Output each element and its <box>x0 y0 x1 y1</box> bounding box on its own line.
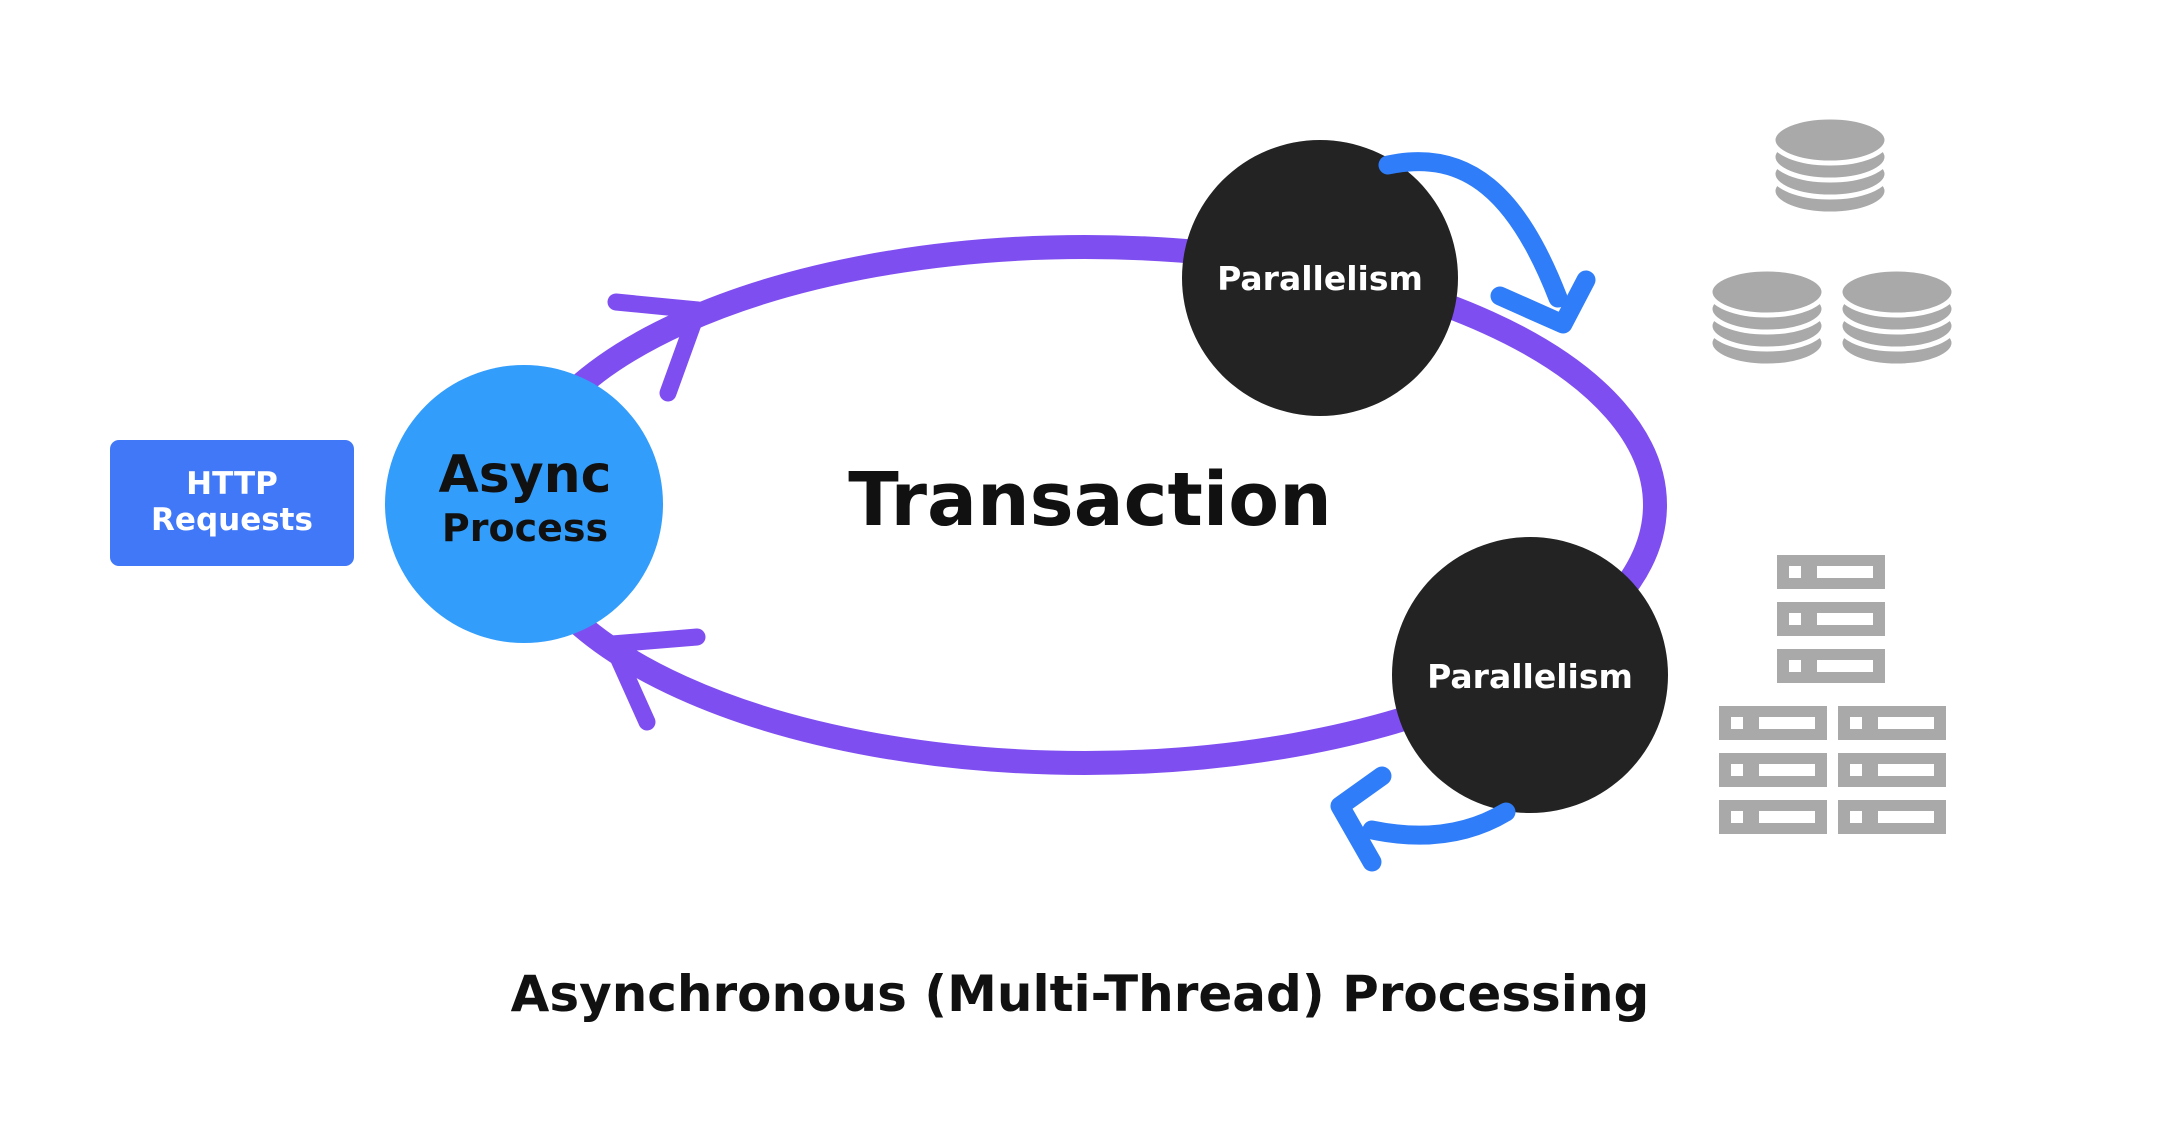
parallelism-label-bottom: Parallelism <box>1427 657 1633 696</box>
http-requests-line2: Requests <box>151 502 313 538</box>
database-stack <box>1837 266 1957 369</box>
http-requests-line1: HTTP <box>186 466 278 503</box>
server-rack-icon <box>1719 555 1946 834</box>
server-unit <box>1838 706 1946 740</box>
async-process-node <box>385 365 663 643</box>
database-stack <box>1770 114 1890 217</box>
server-unit <box>1719 753 1827 787</box>
server-unit <box>1777 649 1885 683</box>
async-process-line2: Process <box>441 505 609 550</box>
parallelism-label-top: Parallelism <box>1217 259 1423 298</box>
async-process-label: Async Process <box>385 448 665 548</box>
http-requests-box: HTTP Requests <box>110 440 354 566</box>
server-unit <box>1838 753 1946 787</box>
transaction-label: Transaction <box>848 457 1332 543</box>
server-unit <box>1719 706 1827 740</box>
server-unit <box>1777 602 1885 636</box>
diagram-caption: Asynchronous (Multi-Thread) Processing <box>510 965 1650 1023</box>
server-unit <box>1777 555 1885 589</box>
parallel-arrowhead-top-icon <box>1490 270 1596 334</box>
async-process-line1: Async <box>438 445 612 505</box>
database-stack <box>1707 266 1827 369</box>
parallel-arrow-bottom <box>1362 802 1516 845</box>
server-unit <box>1719 800 1827 834</box>
parallelism-node-bottom <box>1392 537 1668 813</box>
database-stack-icon <box>1707 114 1957 369</box>
parallelism-node-top <box>1182 140 1458 416</box>
loop-arrowhead-top-icon <box>607 293 707 402</box>
server-unit <box>1838 800 1946 834</box>
parallel-arrowhead-bottom-icon <box>1330 766 1392 872</box>
parallel-arrow-top <box>1378 152 1568 308</box>
loop-arrowhead-bottom-icon <box>603 628 706 731</box>
